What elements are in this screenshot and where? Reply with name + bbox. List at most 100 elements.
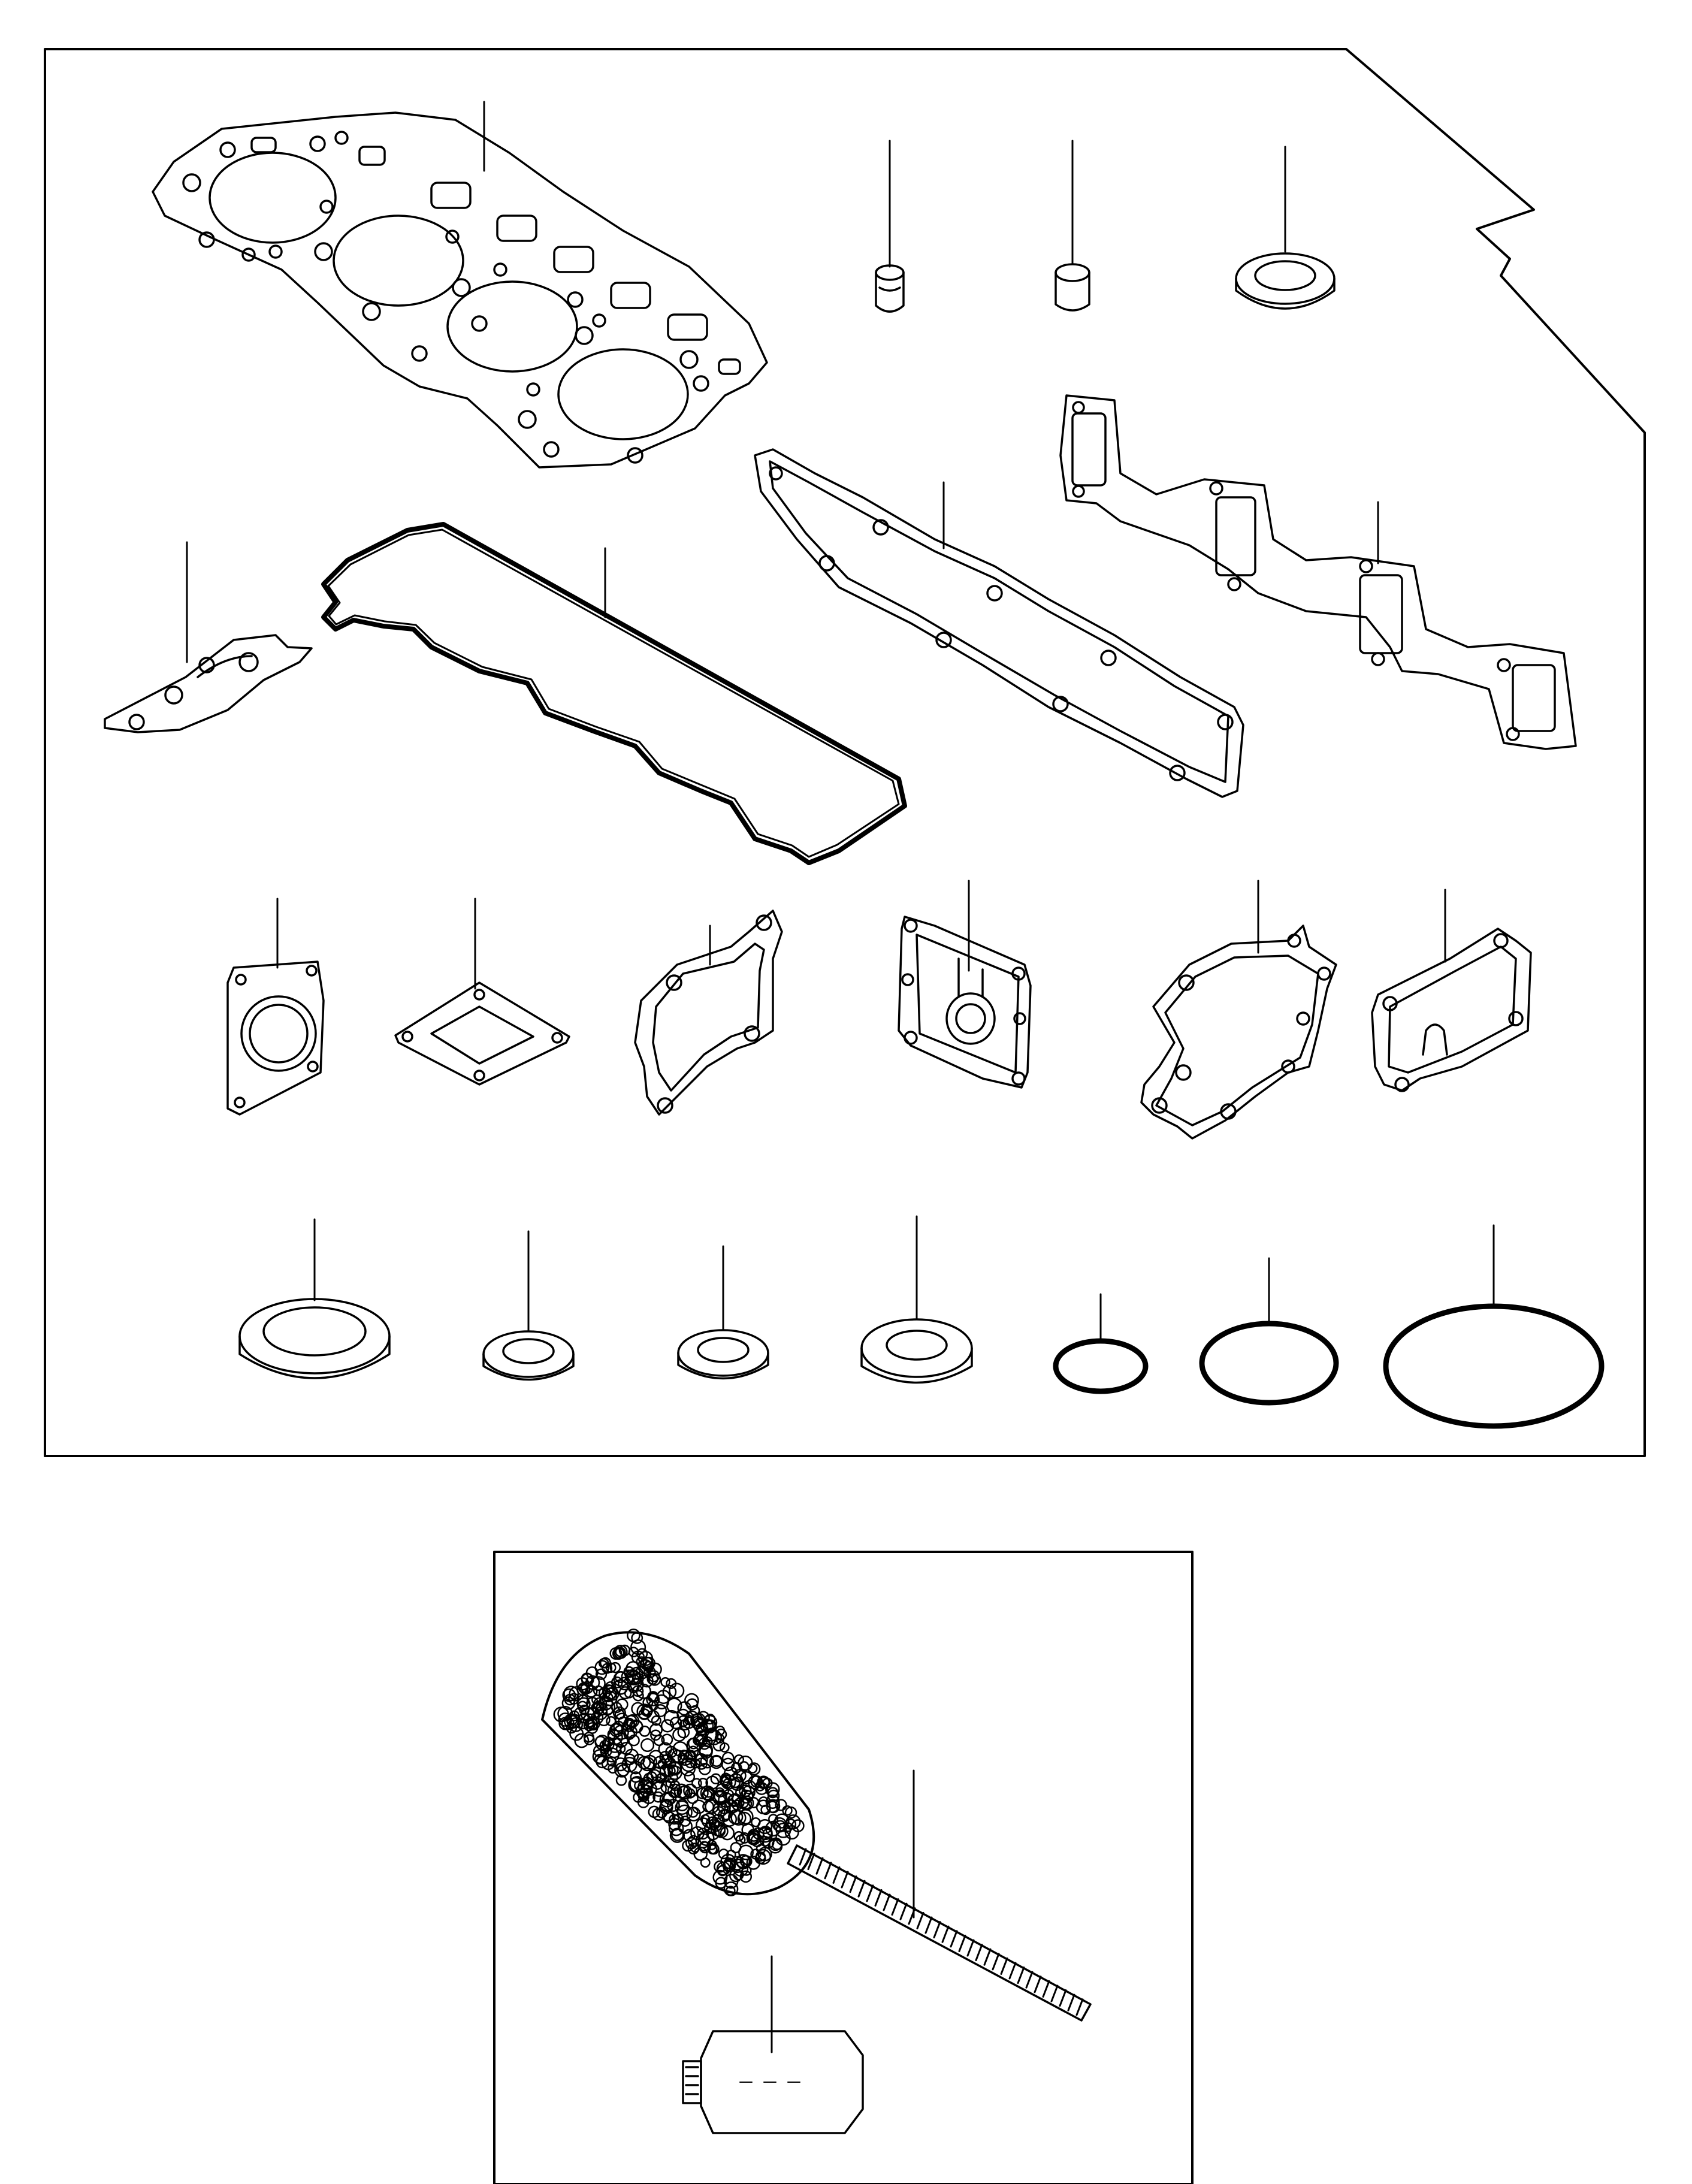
gasket-icon (898, 916, 1032, 1089)
main-kit-frame (44, 48, 1646, 1457)
bristle (714, 1824, 729, 1838)
bristle (705, 1714, 716, 1725)
bristle (618, 1686, 632, 1700)
o-ring-icon (1383, 1303, 1605, 1429)
bristle (738, 1844, 754, 1860)
gasket-icon (104, 634, 313, 733)
bristle (758, 1826, 773, 1841)
bristle (699, 1830, 715, 1847)
bristle (791, 1819, 805, 1832)
bristle (669, 1717, 682, 1730)
bristle (638, 1708, 651, 1720)
bristle (608, 1763, 618, 1774)
bristle (604, 1747, 620, 1763)
bristle (646, 1692, 660, 1706)
handle-twist-stripe (849, 1875, 857, 1893)
bristle (734, 1798, 745, 1808)
bristle (733, 1754, 745, 1765)
handle-twist-stripe (933, 1921, 941, 1939)
bristle (699, 1762, 711, 1775)
head-cover-gasket-icon (321, 522, 907, 865)
cylinder-head-gasket-icon (152, 111, 768, 469)
handle-twist-stripe (1000, 1957, 1008, 1975)
handle-twist-stripe (950, 1930, 958, 1948)
bristle (758, 1776, 771, 1789)
bristle (729, 1869, 743, 1883)
bristle (733, 1769, 747, 1783)
bristle (687, 1745, 699, 1757)
bristle (614, 1709, 625, 1720)
handle-twist-stripe (1008, 1962, 1017, 1980)
bristle (690, 1758, 701, 1769)
handle-twist-stripe (824, 1862, 832, 1880)
bristle (600, 1744, 612, 1757)
gasket-icon (1371, 928, 1532, 1092)
bristle (633, 1753, 645, 1766)
bristle (629, 1719, 643, 1733)
bristle (687, 1842, 700, 1855)
bristle (667, 1772, 679, 1784)
handle-twist-stripe (916, 1911, 924, 1929)
bristle (746, 1856, 761, 1870)
bristle (672, 1741, 688, 1757)
accessory-kit-frame (493, 1551, 1194, 2184)
manifold-gasket-icon (1059, 394, 1577, 750)
bristle (738, 1809, 754, 1824)
handle-twist-stripe (1059, 1989, 1067, 2007)
bristle (736, 1854, 751, 1869)
bristle (623, 1717, 636, 1730)
bristle (657, 1772, 667, 1783)
bristle (580, 1681, 594, 1694)
bristle (705, 1799, 719, 1814)
handle-twist-stripe (891, 1898, 899, 1916)
bristle (669, 1682, 685, 1699)
bristle (739, 1870, 753, 1883)
bristle (584, 1734, 595, 1745)
bristle (665, 1745, 678, 1759)
bristle (624, 1688, 634, 1699)
bristle (648, 1670, 660, 1682)
bristle (643, 1666, 656, 1679)
bristle (594, 1735, 611, 1750)
bristle (695, 1833, 711, 1848)
valve-stem-seal-icon (875, 264, 905, 313)
bristle (660, 1677, 670, 1687)
bristle (675, 1800, 690, 1816)
handle-twist-stripe (874, 1889, 883, 1907)
bristle (665, 1778, 676, 1789)
bristle (765, 1794, 780, 1810)
bristle (661, 1733, 673, 1746)
bristle (711, 1755, 723, 1768)
handle-twist-stripe (941, 1925, 950, 1943)
handle-twist-stripe (983, 1948, 992, 1966)
bristle (723, 1766, 739, 1781)
bristle (646, 1769, 662, 1784)
bristle (721, 1811, 738, 1827)
bristle (757, 1847, 772, 1862)
bristle (728, 1809, 744, 1825)
handle-twist-stripe (958, 1934, 966, 1952)
bristle (594, 1753, 605, 1765)
handle-twist-stripe (924, 1916, 933, 1934)
bristle (747, 1762, 761, 1776)
bristle (696, 1787, 709, 1799)
bristle (714, 1789, 727, 1804)
bristle (772, 1817, 787, 1832)
handle-twist-stripe (841, 1871, 849, 1889)
handle-twist-stripe (807, 1853, 815, 1871)
bristle (627, 1629, 640, 1642)
bristle (581, 1672, 593, 1685)
handle-twist-stripe (899, 1902, 908, 1920)
bristle (679, 1718, 691, 1731)
bristle (721, 1751, 735, 1765)
bristle (613, 1732, 629, 1748)
bristle (643, 1772, 654, 1784)
bristle (774, 1813, 790, 1829)
brush-handle-twist (799, 1848, 1084, 2016)
bristle (751, 1817, 761, 1827)
bristle (708, 1843, 720, 1855)
bristle (784, 1806, 797, 1819)
bristle (646, 1709, 660, 1723)
bristle (558, 1712, 573, 1727)
bristle (735, 1835, 746, 1845)
